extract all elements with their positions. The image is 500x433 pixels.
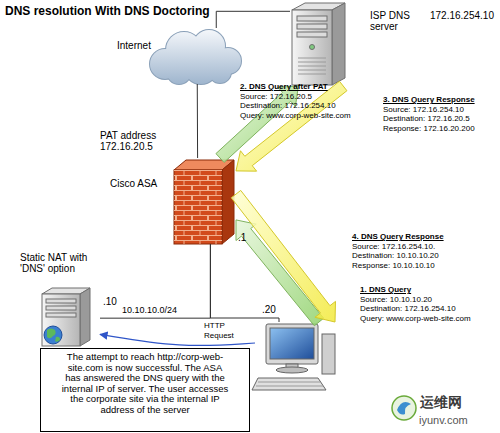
cloud-fill [209, 61, 231, 83]
step-detail: Source: 172.16.254.10. [352, 242, 435, 252]
monitor [266, 324, 318, 364]
step-heading: 1. DNS Query [360, 285, 411, 295]
cloud-outline [167, 60, 191, 84]
step-detail: Source: 10.10.10.20 [360, 295, 432, 305]
step-detail: Source: 172.16.20.5 [240, 92, 312, 102]
server-label: ISP DNS server [370, 10, 416, 32]
server-side [332, 3, 345, 85]
step-heading: 4. DNS Query Response [352, 232, 444, 242]
server-side [80, 288, 90, 346]
diagram-title: DNS resolution With DNS Doctoring [5, 4, 210, 18]
response-arrow [236, 81, 347, 171]
watermark: iyunv.com [419, 414, 468, 426]
drive-bay [297, 32, 327, 37]
logo-ring [392, 396, 416, 420]
step-detail: Destination: 172.16.20.5 [383, 114, 470, 124]
power-button [310, 45, 315, 50]
watermark: 运维网 [420, 394, 462, 410]
globe-symbol [44, 326, 62, 344]
step-detail: Response: 10.10.10.10 [352, 261, 435, 271]
response-arrow [231, 190, 335, 322]
drive-bay [46, 299, 76, 303]
step-detail: Response: 172.16.20.200 [383, 124, 475, 134]
dns-server: ISP DNS server172.16.254.10 [290, 3, 346, 86]
step-detail: Query: www.corp-web-site.com [360, 314, 471, 324]
host-number: .10 [103, 296, 117, 307]
cloud-shape [150, 30, 241, 84]
step-heading: 3. DNS Query Response [383, 95, 475, 105]
cloud-fill [167, 60, 191, 84]
keyboard [252, 378, 326, 390]
drive-bay [46, 313, 76, 317]
query-arrow [236, 220, 324, 326]
drive-bay [46, 306, 76, 310]
lan-link [100, 244, 210, 318]
monitor-base [276, 367, 308, 373]
step-detail: Destination: 172.16.254.10 [240, 101, 336, 111]
host-number: .20 [262, 304, 276, 315]
web-server: Static NAT with 'DNS' option.10 [40, 288, 100, 346]
firewall-front [174, 170, 222, 244]
client-pc: .20 [255, 322, 335, 392]
firewall-side [222, 160, 234, 244]
step-heading: 2. DNS Query after PAT [240, 82, 328, 92]
edge-label: HTTP Request [204, 321, 240, 340]
network-link [197, 84, 198, 158]
brick-pattern [174, 170, 222, 244]
watermark-logo [392, 396, 416, 420]
screen [270, 328, 314, 359]
drive-bay [297, 16, 327, 21]
note-text: The attempt to reach http://corp-web-sit… [60, 352, 230, 415]
firewall: PAT address 172.16.20.5Cisco ASA.1 [172, 158, 236, 244]
device-label: Cisco ASA [110, 178, 157, 189]
network-link [216, 11, 290, 28]
step-detail: Source: 172.16.254.10 [383, 105, 464, 115]
internet-cloud: Internet [145, 28, 240, 84]
drive-bay [297, 24, 327, 29]
server-symbol [292, 3, 345, 85]
nat-label: Static NAT with 'DNS' option [20, 252, 105, 274]
pc-tower [322, 334, 335, 374]
step-detail: Query: www.corp-web-site.com [240, 111, 351, 121]
pc-symbol [252, 324, 335, 390]
firewall-symbol [174, 160, 234, 244]
cloud-label: Internet [117, 40, 151, 51]
server-front [42, 294, 80, 346]
logo-swirl [397, 402, 411, 415]
web-server-symbol [42, 288, 90, 346]
server-front [292, 10, 332, 85]
network-address: 10.10.10.0/24 [122, 305, 177, 315]
ip-address: 172.16.254.10 [430, 10, 494, 21]
globe-land [47, 329, 60, 342]
vent-lines [298, 58, 326, 74]
pat-address: PAT address 172.16.20.5 [100, 130, 162, 152]
note-box: The attempt to reach http://corp-web-sit… [40, 348, 250, 432]
step-detail: Destination: 10.10.10.20 [352, 251, 439, 261]
host-number: .1 [238, 232, 246, 243]
cloud-outline [209, 61, 231, 83]
key-rows [256, 382, 323, 386]
step-detail: Destination: 172.16.254.10 [360, 304, 456, 314]
